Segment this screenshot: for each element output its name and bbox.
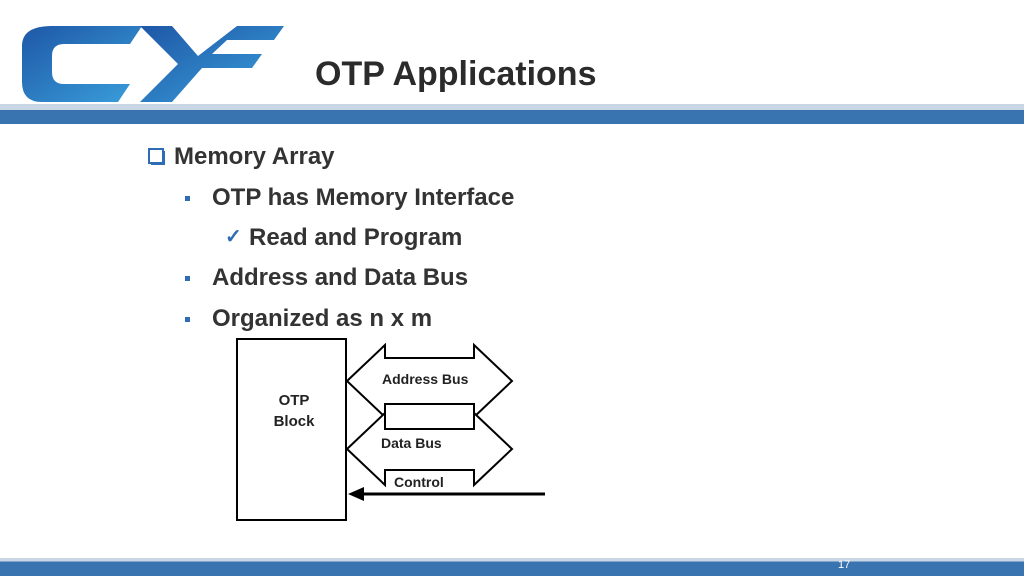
address-bus-label: Address Bus	[382, 371, 469, 387]
data-bus-arrow	[345, 410, 514, 488]
header-bar	[0, 104, 1024, 124]
otp-block-label-line1: OTP	[279, 392, 310, 409]
data-bus-label: Data Bus	[381, 435, 442, 451]
otp-block-label-line2: Block	[274, 413, 316, 430]
page-number: 17	[838, 559, 851, 571]
checkmark-icon: ✓	[225, 226, 242, 248]
bullet-item1-sub-text: Read and Program	[249, 224, 463, 251]
bullet-item1-text: OTP has Memory Interface	[212, 184, 515, 211]
address-bus-arrow	[345, 342, 514, 420]
square-bullet-icon	[185, 276, 190, 281]
bullet-level1-text: Memory Array	[174, 143, 335, 170]
bullet-item2-text: Address and Data Bus	[212, 264, 469, 291]
square-bullet-icon	[185, 317, 190, 322]
checkbox-square-icon	[148, 148, 165, 165]
bullet-item3-text: Organized as n x m	[212, 305, 433, 332]
control-arrow-head	[348, 487, 364, 501]
control-label: Control	[394, 474, 444, 490]
slide-title: OTP Applications	[315, 55, 597, 93]
company-logo	[22, 26, 284, 102]
footer-bar	[0, 558, 1024, 576]
otp-block	[236, 338, 347, 521]
square-bullet-icon	[185, 196, 190, 201]
